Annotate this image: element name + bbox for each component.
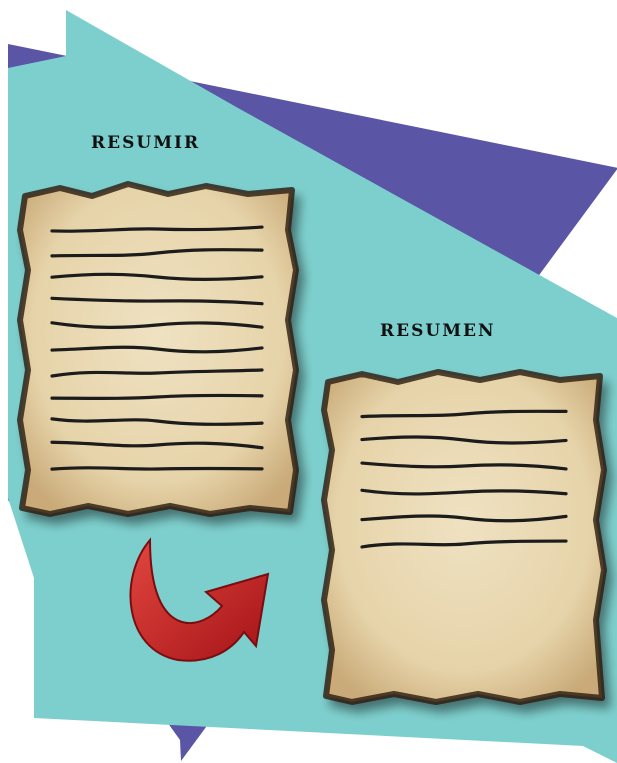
result-parchment xyxy=(324,372,604,702)
text-line xyxy=(52,468,262,469)
result-label: resumen xyxy=(380,316,496,340)
source-document xyxy=(20,184,296,514)
source-label: resumir xyxy=(91,128,200,152)
result-document xyxy=(324,372,604,702)
